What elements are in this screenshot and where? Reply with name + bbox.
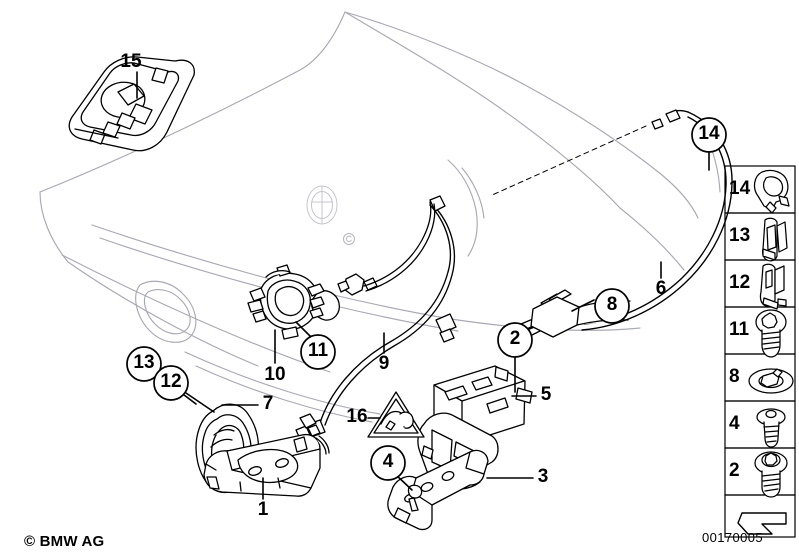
callout-label-12: 12 <box>160 371 182 392</box>
callout-circle-13 <box>126 346 162 382</box>
legend-icon-8-cable-grommet-washer <box>748 368 794 394</box>
callout-circle-11 <box>300 334 336 370</box>
part-14-cable-end-fitting <box>651 109 681 130</box>
part-1-latch-linkage <box>299 413 330 455</box>
part-1-trunk-lid-handle-recess-trim <box>203 433 321 497</box>
legend-icon-11-torx-pan-head-screw <box>755 309 787 358</box>
callout-label-6: 6 <box>655 278 667 299</box>
diagram-part-number: 00170005 <box>702 530 764 545</box>
callout-label-3: 3 <box>537 466 549 487</box>
callout-circle-14 <box>691 117 727 153</box>
legend-label-12: 12 <box>729 272 751 293</box>
copyright-notice: © BMW AG <box>24 533 105 550</box>
callout-circle-2 <box>497 322 533 358</box>
callout-label-13: 13 <box>133 352 155 373</box>
legend-icon-4-flat-head-screw <box>756 408 786 448</box>
callout-label-2: 2 <box>509 328 521 349</box>
callout-label-1: 1 <box>257 499 269 520</box>
callout-label-15: 15 <box>120 51 142 72</box>
legend-icon-13-bracket-clip <box>762 217 788 262</box>
legend-label-8: 8 <box>729 366 740 387</box>
part-10-trunk-lid-lock-cylinder <box>247 264 340 340</box>
callout-leader-12 <box>185 392 215 413</box>
legend-label-14: 14 <box>729 178 751 199</box>
callout-label-8: 8 <box>606 294 618 315</box>
callout-circle-12 <box>153 365 189 401</box>
legend-label-2: 2 <box>729 460 740 481</box>
legend-label-11: 11 <box>729 319 750 340</box>
callout-leader-11 <box>295 321 312 338</box>
legend-icon-12-hook-clip <box>759 263 787 310</box>
part-11-screw-on-cylinder <box>337 273 378 296</box>
legend-label-4: 4 <box>729 413 740 434</box>
callout-circle-8 <box>594 288 630 324</box>
part-4-screw-on-striker <box>407 484 423 512</box>
callout-label-16: 16 <box>346 406 368 427</box>
callout-label-11: 11 <box>307 340 329 361</box>
legend-icon-arrow-direction-marker <box>737 512 787 535</box>
callout-label-4: 4 <box>382 451 394 472</box>
callout-label-14: 14 <box>698 123 720 144</box>
part-16-pinch-hazard-warning-label <box>367 391 425 438</box>
legend-icon-2-hex-flange-screw <box>754 451 788 498</box>
callout-circle-4 <box>370 445 406 481</box>
part-9-lock-connecting-rod-cable <box>319 204 456 426</box>
part-15-trunk-lid-grip-handle-switch <box>68 56 195 152</box>
callout-label-10: 10 <box>264 364 286 385</box>
legend-row-4 <box>724 400 796 449</box>
legend-icon-14-clip-cable-retainer <box>753 169 790 214</box>
callout-label-9: 9 <box>378 353 390 374</box>
callout-leader-8 <box>571 299 595 312</box>
legend-row-arrow-marker <box>724 494 796 538</box>
callout-label-7: 7 <box>262 393 274 414</box>
callout-label-5: 5 <box>540 384 552 405</box>
legend-label-13: 13 <box>729 225 751 246</box>
